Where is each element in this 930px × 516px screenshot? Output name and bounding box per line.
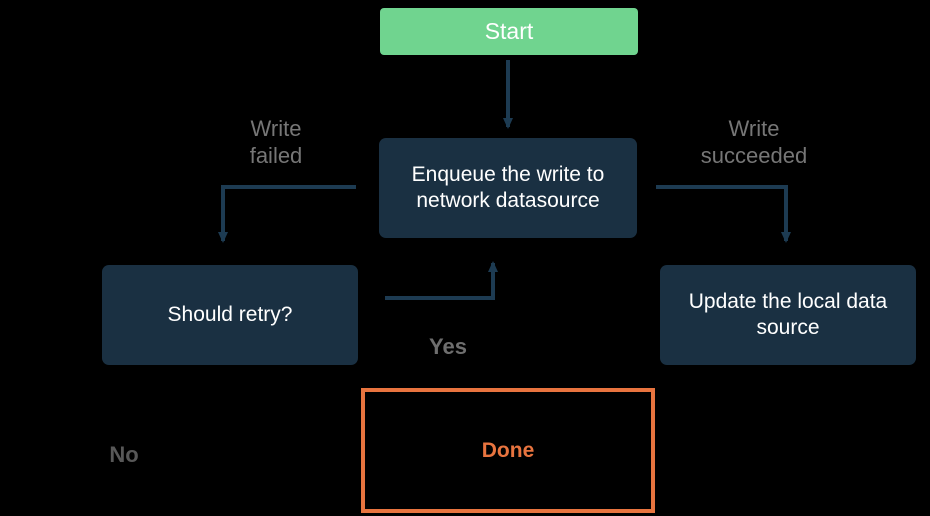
node-update-label: Update the local data source: [688, 290, 888, 339]
edge-label-write-failed: Write failed: [249, 116, 303, 168]
node-done-label: Done: [481, 438, 535, 462]
node-enqueue-write[interactable]: Enqueue the write to network datasource: [379, 138, 637, 238]
edge-label-write-succeeded: Write succeeded: [700, 116, 808, 168]
edge-enqueue-to-retry: [218, 185, 356, 243]
edge-label-no: No: [109, 442, 139, 467]
edge-label-yes: Yes: [429, 334, 467, 359]
node-update-local-data-source[interactable]: Update the local data source: [660, 265, 916, 365]
edge-enqueue-to-update: [656, 185, 791, 243]
edge-retry-yes-to-enqueue: [385, 261, 498, 300]
node-start-label: Start: [484, 18, 534, 45]
node-done[interactable]: Done: [361, 388, 655, 513]
node-start[interactable]: Start: [380, 8, 638, 55]
node-should-retry[interactable]: Should retry?: [102, 265, 358, 365]
node-should-retry-label: Should retry?: [167, 303, 293, 327]
node-enqueue-label: Enqueue the write to network datasource: [411, 163, 605, 212]
